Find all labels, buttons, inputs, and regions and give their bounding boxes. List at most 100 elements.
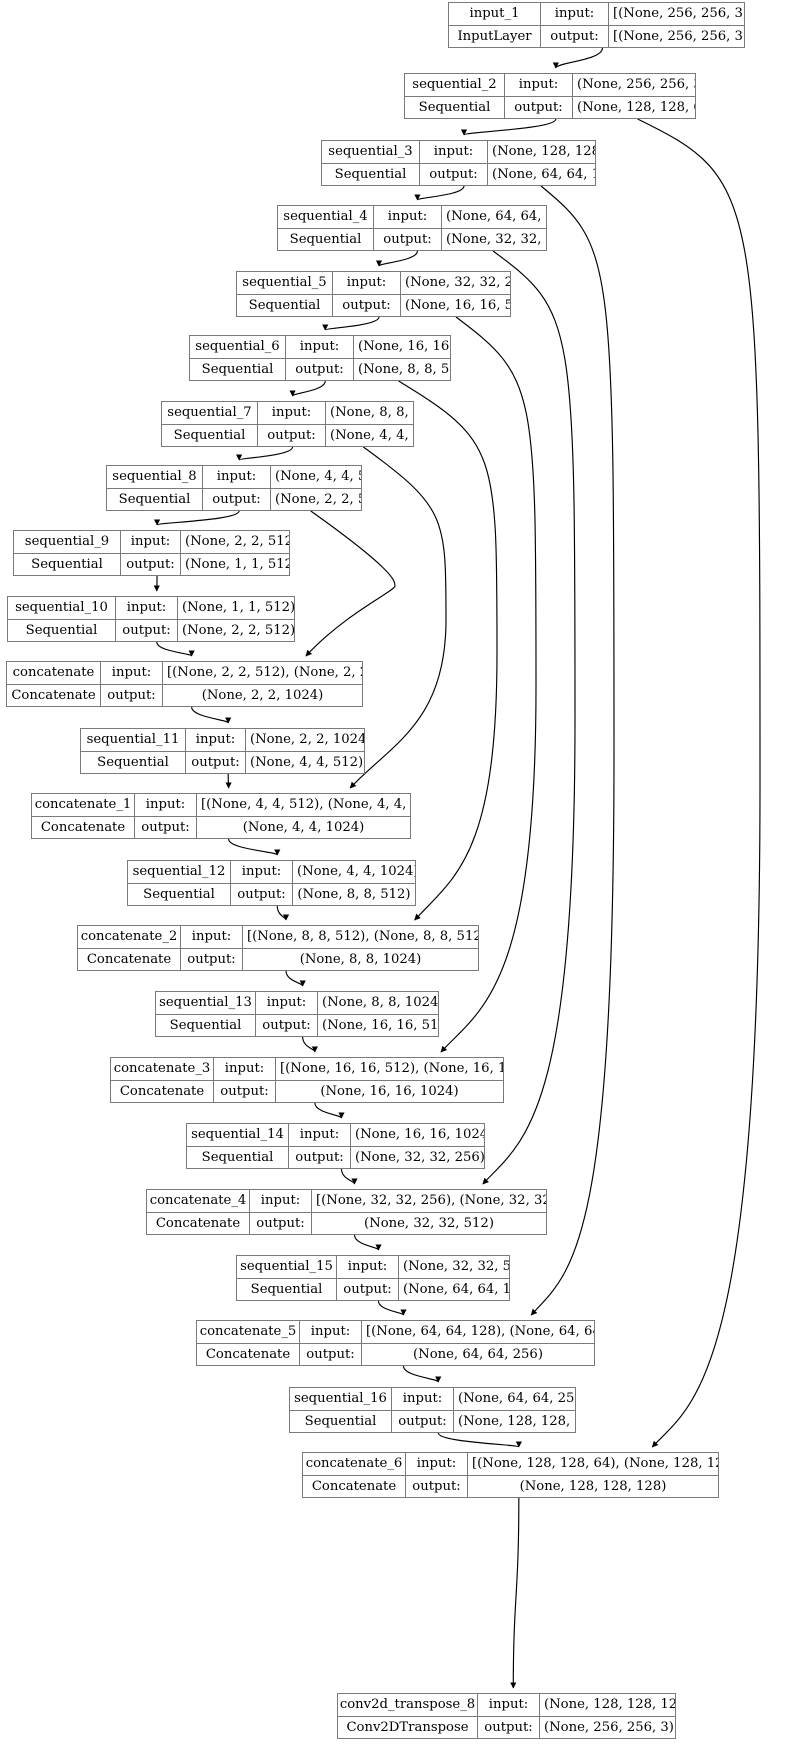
- node-input-shape: [(None, 256, 256, 3)]: [613, 6, 745, 22]
- node-name: sequential_6: [190, 336, 286, 358]
- node-name: concatenate_3: [111, 1058, 214, 1080]
- edge-concatenate-to-sequential_11: [191, 706, 232, 724]
- node-class: Concatenate: [111, 1080, 214, 1102]
- edge-input_1-to-sequential_2: [552, 47, 604, 69]
- edge-sequential_5-to-sequential_6: [322, 316, 380, 331]
- node-class: Sequential: [156, 1014, 256, 1036]
- node-class: Sequential: [290, 1410, 392, 1432]
- node-input-label: input:: [374, 206, 442, 228]
- node-output-label: output:: [505, 96, 573, 118]
- node-class: Sequential: [107, 488, 203, 510]
- node-name: conv2d_transpose_8: [338, 1694, 478, 1716]
- node-name: concatenate_1: [32, 794, 135, 816]
- node-name: sequential_12: [128, 861, 231, 883]
- node-input-label: input:: [541, 3, 609, 25]
- node-output-label: output:: [289, 1146, 351, 1168]
- node-output-shape: [(None, 256, 256, 3)]: [613, 28, 745, 44]
- node-input-shape: (None, 2, 2, 512): [185, 534, 290, 550]
- node-input-label: input:: [289, 1124, 351, 1146]
- node-class: Conv2DTranspose: [338, 1716, 478, 1738]
- node-name: sequential_8: [107, 466, 203, 488]
- node-class: Sequential: [190, 358, 286, 380]
- edge-sequential_4-to-concatenate_4: [482, 250, 576, 1185]
- node-output-label: output:: [333, 294, 401, 316]
- node-input-shape: [(None, 64, 64, 128), (None, 64, 64, 128…: [366, 1324, 594, 1340]
- node-output-label: output:: [478, 1716, 540, 1738]
- node-name: sequential_16: [290, 1388, 392, 1410]
- node-input-shape: (None, 64, 64, 128): [446, 209, 546, 225]
- node-output-label: output:: [420, 163, 488, 185]
- node-input-shape: (None, 1, 1, 512): [182, 600, 295, 616]
- node-name: sequential_7: [162, 402, 258, 424]
- node-output-shape: (None, 128, 128, 64): [577, 99, 695, 115]
- node-class: Concatenate: [32, 816, 135, 838]
- node-input-label: input:: [214, 1058, 276, 1080]
- node-class: Sequential: [187, 1146, 289, 1168]
- node-input-shape: (None, 4, 4, 1024): [297, 864, 416, 880]
- node-output-shape: (None, 256, 256, 3): [544, 1719, 674, 1735]
- edge-sequential_2-to-sequential_3: [460, 118, 557, 136]
- node-name: concatenate_5: [197, 1321, 300, 1343]
- node-input-label: input:: [181, 926, 243, 948]
- node-output-label: output:: [337, 1278, 399, 1300]
- node-class: Concatenate: [78, 948, 181, 970]
- node-output-shape: (None, 64, 64, 256): [413, 1346, 543, 1362]
- node-name: sequential_5: [237, 272, 333, 294]
- node-output-shape: (None, 1, 1, 512): [185, 556, 290, 572]
- node-output-shape: (None, 128, 128, 128): [519, 1478, 667, 1494]
- node-name: sequential_3: [322, 141, 420, 163]
- node-class: Concatenate: [303, 1475, 406, 1497]
- edge-concatenate_2-to-sequential_13: [285, 970, 306, 987]
- node-input-shape: [(None, 4, 4, 512), (None, 4, 4, 512)]: [201, 797, 410, 813]
- node-input-shape: [(None, 32, 32, 256), (None, 32, 32, 256…: [316, 1193, 546, 1209]
- node-output-label: output:: [186, 751, 246, 773]
- edge-sequential_6-to-concatenate_2: [398, 380, 498, 921]
- node-output-label: output:: [392, 1410, 454, 1432]
- node-class: Sequential: [14, 553, 121, 575]
- node-input-shape: (None, 8, 8, 1024): [322, 995, 439, 1011]
- edge-sequential_2-to-concatenate_6: [637, 118, 761, 1448]
- node-input-label: input:: [116, 597, 178, 619]
- node-output-shape: (None, 64, 64, 128): [403, 1281, 509, 1297]
- node-input-label: input:: [337, 1256, 399, 1278]
- node-output-shape: (None, 2, 2, 512): [275, 491, 361, 507]
- node-output-label: output:: [374, 228, 442, 250]
- node-name: input_1: [449, 3, 541, 25]
- edge-concatenate_3-to-sequential_14: [314, 1102, 345, 1119]
- node-name: sequential_14: [187, 1124, 289, 1146]
- node-class: InputLayer: [449, 25, 541, 47]
- node-name: concatenate_4: [147, 1190, 250, 1212]
- node-class: Concatenate: [7, 684, 101, 706]
- node-input-shape: (None, 8, 8, 512): [330, 405, 413, 421]
- node-output-shape: (None, 16, 16, 512): [322, 1017, 439, 1033]
- edge-sequential_12-to-concatenate_2: [276, 905, 290, 921]
- node-input-label: input:: [101, 662, 163, 684]
- node-class: Sequential: [322, 163, 420, 185]
- node-name: sequential_15: [237, 1256, 337, 1278]
- node-name: concatenate_6: [303, 1453, 406, 1475]
